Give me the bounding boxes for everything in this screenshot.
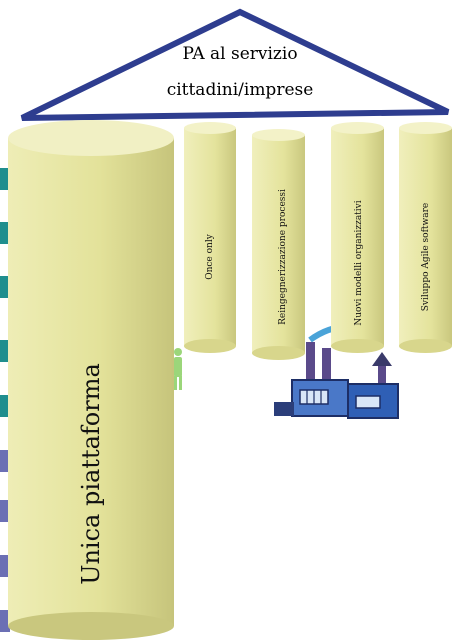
roof-title-line2: cittadini/imprese xyxy=(166,80,314,100)
pillar-label-sviluppo-agile: Sviluppo Agile software xyxy=(421,202,431,312)
pillar-reingegnerizzazione xyxy=(252,129,305,360)
left-edge-bars xyxy=(0,168,10,632)
pillar-label-reingegnerizzazione: Reingegnerizzazione processi xyxy=(278,189,288,325)
main-pillar-label: Unica piattaforma xyxy=(77,363,105,585)
pillar-label-nuovi-modelli: Nuovi modelli organizzativi xyxy=(354,200,364,326)
pillar-once-only xyxy=(184,122,236,353)
pillar-sviluppo-agile xyxy=(399,122,452,353)
roof-triangle xyxy=(20,8,450,121)
pillar-label-once-only: Once only xyxy=(205,234,215,280)
pillar-nuovi-modelli xyxy=(331,122,384,353)
roof-title-line1: PA al servizio xyxy=(182,44,298,64)
main-pillar xyxy=(8,120,174,640)
person-icon xyxy=(174,348,182,390)
